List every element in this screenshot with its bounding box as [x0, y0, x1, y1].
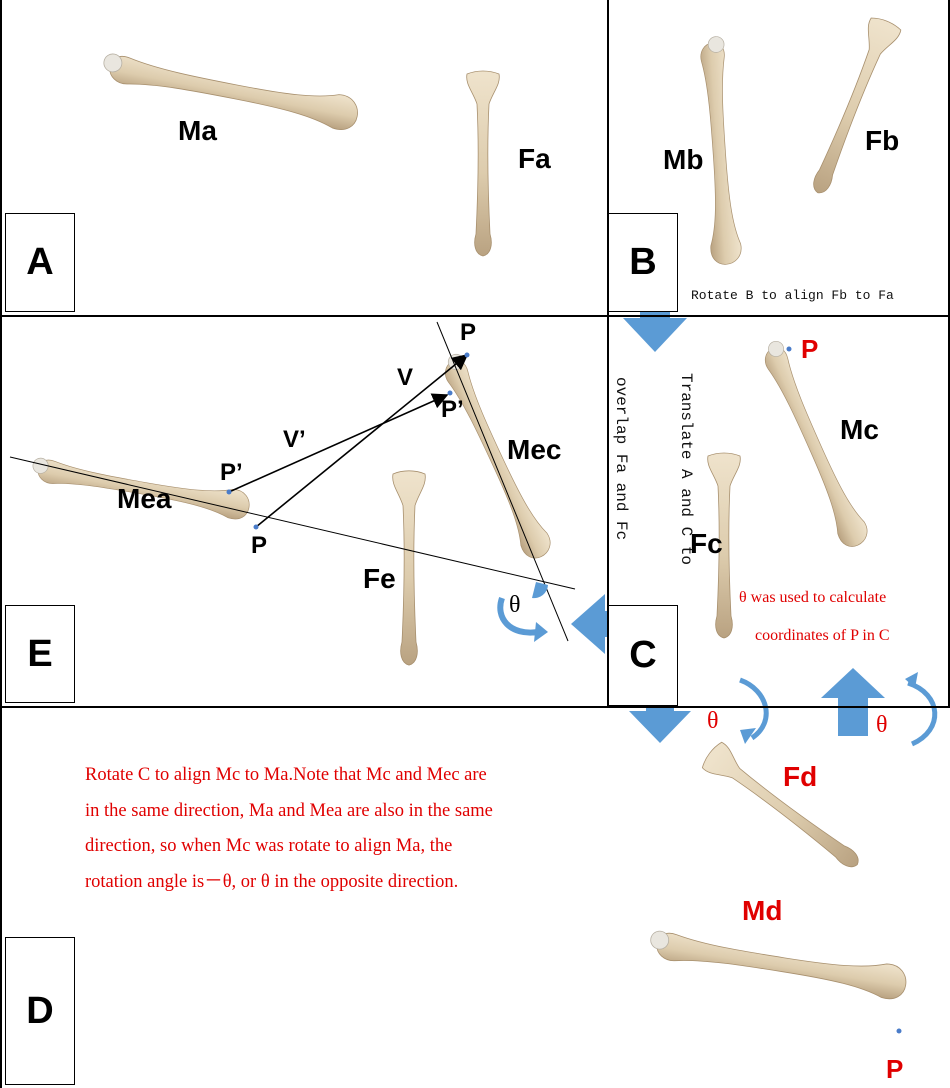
- label-Fc: Fc: [690, 528, 723, 559]
- point-P-prime-top: [447, 390, 453, 396]
- arrow-up-D-to-C: [821, 668, 885, 736]
- label-P-C: P: [801, 334, 819, 364]
- explanation-line-1: Rotate C to align Mc to Ma.Note that Mc …: [85, 765, 487, 785]
- divider-vertical-top: [607, 0, 609, 315]
- label-Mec: Mec: [507, 434, 562, 465]
- label-Fd: Fd: [783, 761, 818, 792]
- label-V-prime: V’: [283, 426, 306, 453]
- label-P-prime-left: P’: [220, 459, 243, 486]
- label-Md: Md: [742, 895, 783, 926]
- panel-label-B: B: [608, 213, 678, 312]
- panel-label-C: C: [608, 605, 678, 706]
- theta-note-1: θ was used to calculate: [739, 589, 887, 606]
- divider-border-right: [948, 0, 950, 707]
- bone-Md: [646, 926, 909, 1002]
- explanation-line-3: direction, so when Mc was rotate to alig…: [85, 836, 453, 856]
- caption-C-vertical-1: Translate A and C to: [677, 373, 695, 566]
- explanation-line-2: in the same direction, Ma and Mea are al…: [85, 800, 493, 821]
- vector-V-prime: [228, 393, 449, 493]
- label-P-left: P: [251, 532, 268, 559]
- label-Mea: Mea: [117, 483, 172, 514]
- bone-Fa: [466, 70, 500, 257]
- panel-label-D: D: [5, 937, 75, 1085]
- label-Fb: Fb: [865, 125, 900, 156]
- caption-B: Rotate B to align Fb to Fa: [691, 288, 894, 303]
- axis-line-mec: [436, 321, 569, 642]
- point-P-D: [896, 1028, 902, 1034]
- label-Fe: Fe: [363, 563, 396, 594]
- label-theta-E: θ: [509, 592, 521, 618]
- label-theta-D-right: θ: [876, 712, 888, 738]
- explanation-paragraph: Rotate C to align Mc to Ma.Note that Mc …: [85, 758, 493, 900]
- caption-C-vertical-2: overlap Fa and Fc: [612, 377, 630, 541]
- point-P-top: [464, 352, 470, 358]
- divider-vertical-mid: [607, 315, 609, 707]
- panel-label-E: E: [5, 605, 75, 703]
- divider-border-left: [0, 0, 2, 1088]
- label-Mc: Mc: [840, 414, 879, 445]
- explanation-line-4: rotation angle is－θ, or θ in the opposit…: [85, 871, 459, 892]
- divider-horizontal-1: [0, 315, 950, 317]
- bone-Fb: [802, 14, 903, 200]
- theta-wedge-E: [532, 582, 548, 599]
- theta-note-2: coordinates of P in C: [755, 627, 890, 644]
- axis-line-mea: [9, 456, 576, 590]
- label-P-D: P: [886, 1054, 904, 1084]
- point-P-C: [786, 346, 792, 352]
- label-Mb: Mb: [663, 144, 704, 175]
- bone-Ma: [99, 48, 362, 133]
- bone-Fe: [392, 470, 426, 666]
- rotation-arrow-E: [497, 597, 539, 636]
- label-V: V: [397, 364, 414, 391]
- label-P-top: P: [460, 319, 477, 346]
- label-Fa: Fa: [518, 143, 551, 174]
- point-P-left: [253, 524, 259, 530]
- panel-label-A: A: [5, 213, 75, 312]
- rotation-arrow-right: [907, 680, 938, 747]
- label-P-prime-top: P’: [441, 396, 464, 423]
- point-P-prime-left: [226, 489, 232, 495]
- divider-horizontal-2: [0, 706, 950, 708]
- label-Ma: Ma: [178, 115, 217, 146]
- label-theta-D-left: θ: [707, 708, 719, 734]
- vector-V: [255, 353, 469, 528]
